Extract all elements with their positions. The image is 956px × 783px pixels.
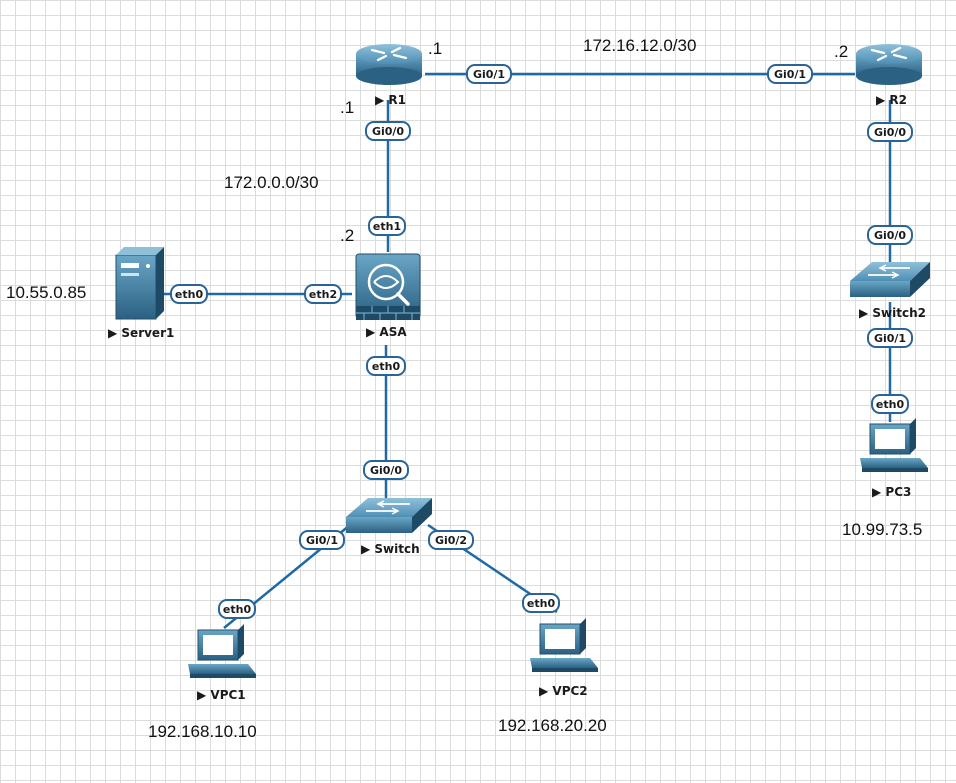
port-server1-eth0[interactable]: eth0: [170, 284, 208, 304]
pc-icon: [530, 618, 598, 672]
node-label-switch2: Switch2: [872, 306, 926, 320]
router-icon: [856, 44, 922, 85]
svg-text:▶ R2: ▶ R2: [876, 93, 907, 107]
svg-text:eth0: eth0: [876, 398, 905, 411]
svg-text:eth1: eth1: [373, 220, 401, 233]
svg-text:▶ Switch2: ▶ Switch2: [859, 306, 926, 320]
port-switch-gi00[interactable]: Gi0/0: [363, 460, 409, 480]
pc-icon: [188, 624, 256, 678]
svg-text:eth0: eth0: [372, 360, 401, 373]
ip-label-vpc2: 192.168.20.20: [498, 716, 607, 735]
node-label-vpc2: VPC2: [552, 684, 587, 698]
switch-switch2[interactable]: ▶ Switch2: [850, 262, 930, 320]
svg-text:Gi0/0: Gi0/0: [874, 229, 906, 242]
host-label-r2-top: .2: [834, 42, 848, 61]
port-asa-eth0[interactable]: eth0: [366, 356, 406, 376]
port-switch2-gi00[interactable]: Gi0/0: [867, 225, 913, 245]
router-icon: [356, 44, 422, 85]
pc-vpc2[interactable]: ▶ VPC2: [530, 618, 598, 698]
port-labels: Gi0/1 Gi0/1 Gi0/0 eth1 eth2 eth0 eth0 G: [170, 64, 913, 619]
host-label-r1-left: .1: [340, 98, 354, 117]
svg-text:eth0: eth0: [175, 288, 204, 301]
port-r2-gi00[interactable]: Gi0/0: [867, 122, 913, 142]
node-label-r1: R1: [388, 93, 406, 107]
pc-vpc1[interactable]: ▶ VPC1: [188, 624, 256, 702]
port-pc3-eth0[interactable]: eth0: [871, 394, 909, 414]
network-label-r1-r2: 172.16.12.0/30: [583, 36, 696, 55]
node-label-vpc1: VPC1: [210, 688, 245, 702]
server-icon: [115, 247, 164, 320]
annotations: 172.16.12.0/30 .1 .2 .1 172.0.0.0/30 .2 …: [6, 36, 922, 741]
svg-text:Gi0/1: Gi0/1: [874, 332, 906, 345]
port-r1-gi01[interactable]: Gi0/1: [466, 64, 512, 84]
port-switch-gi01[interactable]: Gi0/1: [299, 530, 345, 550]
ip-label-server1: 10.55.0.85: [6, 283, 86, 302]
links: [162, 72, 892, 629]
router-r2[interactable]: ▶ R2: [856, 44, 922, 107]
port-switch2-gi01[interactable]: Gi0/1: [867, 328, 913, 348]
port-vpc2-eth0[interactable]: eth0: [522, 593, 560, 613]
port-r2-gi01[interactable]: Gi0/1: [767, 64, 813, 84]
firewall-asa[interactable]: ▶ ASA: [355, 253, 421, 339]
switch-switch[interactable]: ▶ Switch: [346, 498, 432, 556]
switch-icon: [850, 262, 930, 297]
port-asa-eth2[interactable]: eth2: [304, 284, 342, 304]
switch-icon: [346, 498, 432, 533]
port-r1-gi00[interactable]: Gi0/0: [365, 121, 411, 141]
network-label-r1-asa: 172.0.0.0/30: [224, 173, 319, 192]
svg-text:eth0: eth0: [223, 603, 252, 616]
pc-icon: [860, 418, 928, 472]
firewall-icon: [355, 253, 421, 320]
svg-text:Gi0/1: Gi0/1: [306, 534, 338, 547]
node-label-switch: Switch: [374, 542, 419, 556]
node-label-asa: ASA: [379, 325, 407, 339]
port-switch-gi02[interactable]: Gi0/2: [428, 530, 474, 550]
node-label-server1: Server1: [121, 326, 174, 340]
router-r1[interactable]: ▶ R1: [356, 44, 422, 107]
ip-label-pc3: 10.99.73.5: [842, 520, 922, 539]
svg-text:▶ R1: ▶ R1: [375, 93, 406, 107]
svg-text:Gi0/0: Gi0/0: [370, 464, 402, 477]
port-vpc1-eth0[interactable]: eth0: [218, 599, 256, 619]
svg-text:Gi0/1: Gi0/1: [774, 68, 806, 81]
svg-text:▶ VPC2: ▶ VPC2: [539, 684, 588, 698]
svg-text:▶ PC3: ▶ PC3: [872, 485, 911, 499]
node-label-r2: R2: [889, 93, 907, 107]
svg-text:▶ Switch: ▶ Switch: [361, 542, 420, 556]
svg-text:Gi0/0: Gi0/0: [372, 125, 404, 138]
svg-text:▶ VPC1: ▶ VPC1: [197, 688, 246, 702]
svg-text:▶ Server1: ▶ Server1: [108, 326, 174, 340]
svg-text:▶ ASA: ▶ ASA: [366, 325, 407, 339]
ip-label-vpc1: 192.168.10.10: [148, 722, 257, 741]
pc-pc3[interactable]: ▶ PC3: [860, 418, 928, 499]
port-asa-eth1[interactable]: eth1: [368, 216, 406, 236]
svg-text:eth2: eth2: [309, 288, 337, 301]
node-label-pc3: PC3: [885, 485, 911, 499]
svg-text:Gi0/1: Gi0/1: [473, 68, 505, 81]
svg-text:eth0: eth0: [527, 597, 556, 610]
svg-text:Gi0/2: Gi0/2: [435, 534, 467, 547]
svg-text:Gi0/0: Gi0/0: [874, 126, 906, 139]
server-server1[interactable]: ▶ Server1: [108, 247, 174, 340]
host-label-asa: .2: [340, 226, 354, 245]
host-label-r1-top: .1: [428, 39, 442, 58]
